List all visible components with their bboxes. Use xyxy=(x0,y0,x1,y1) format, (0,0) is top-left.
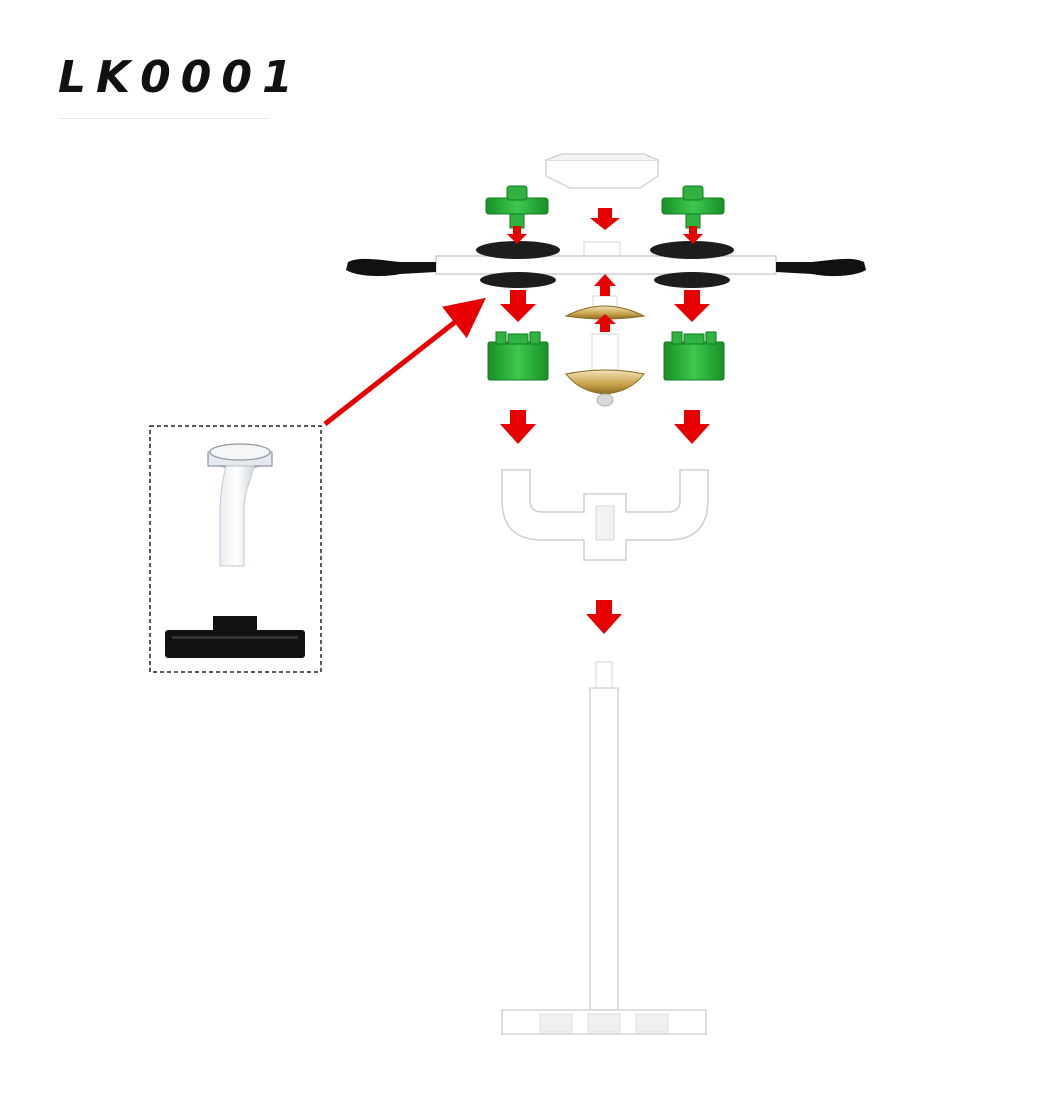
arrow-up xyxy=(594,274,616,296)
arrow-up xyxy=(594,314,616,332)
gold-disc-lower xyxy=(565,333,645,407)
green-block-right xyxy=(663,331,725,381)
base-plate xyxy=(501,1009,707,1035)
u-shaped-bracket xyxy=(501,469,709,561)
green-block-left xyxy=(487,331,549,381)
arrow-down xyxy=(500,290,536,322)
arrow-down xyxy=(683,226,703,244)
green-connector-left xyxy=(485,185,549,229)
inset-clear-bent-tube xyxy=(207,443,273,567)
arrow-down xyxy=(674,410,710,444)
arrow-down xyxy=(674,290,710,322)
arrow-down xyxy=(507,226,527,244)
title-underline xyxy=(60,118,268,119)
gold-disc-upper xyxy=(564,295,646,320)
vertical-pole xyxy=(589,661,619,1011)
crossbar-with-hands xyxy=(346,241,866,288)
assembly-arrows xyxy=(500,208,710,634)
top-cap xyxy=(545,153,659,189)
callout-arrow xyxy=(323,297,486,426)
arrow-down xyxy=(586,600,622,634)
model-code-title: LK0001 xyxy=(58,52,303,103)
inset-black-base xyxy=(165,616,305,658)
green-connector-right xyxy=(661,185,725,229)
inset-detail-box xyxy=(149,425,322,673)
arrow-down xyxy=(590,208,620,230)
arrow-down xyxy=(500,410,536,444)
